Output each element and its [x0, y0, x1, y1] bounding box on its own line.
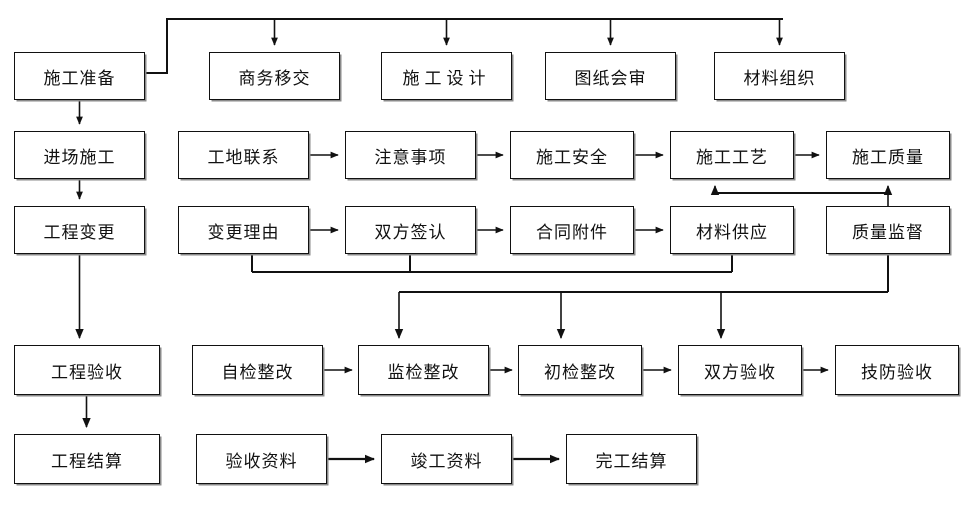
flow-node-n25[interactable]: 验收资料 [196, 434, 327, 484]
flow-node-label: 材料供应 [696, 222, 768, 242]
flow-node-n9[interactable]: 施工安全 [510, 131, 634, 179]
flow-node-n13[interactable]: 变更理由 [178, 206, 309, 254]
flow-node-label: 工程结算 [51, 451, 123, 471]
edge-prep-to-bus [145, 18, 783, 74]
flow-node-n26[interactable]: 竣工资料 [381, 434, 512, 484]
flow-node-n4[interactable]: 图纸会审 [545, 52, 676, 100]
flow-node-label: 施工设计 [402, 68, 491, 88]
flow-node-label: 工程变更 [43, 222, 116, 242]
flow-node-label: 初检整改 [544, 362, 616, 382]
flow-node-label: 施工安全 [536, 147, 608, 167]
flow-node-label: 双方签认 [374, 222, 447, 242]
flow-node-n22[interactable]: 双方验收 [678, 345, 802, 395]
flow-node-label: 施工质量 [852, 147, 924, 167]
flow-node-label: 商务移交 [238, 68, 311, 88]
flow-node-label: 完工结算 [595, 451, 668, 471]
flow-node-n23[interactable]: 技防验收 [835, 345, 959, 395]
flow-node-n20[interactable]: 监检整改 [358, 345, 489, 395]
flow-node-n18[interactable]: 工程验收 [14, 345, 160, 395]
flow-node-n7[interactable]: 工地联系 [178, 131, 309, 179]
flow-node-label: 工地联系 [207, 147, 280, 167]
flow-node-n1[interactable]: 施工准备 [14, 52, 145, 100]
flow-node-label: 变更理由 [207, 222, 280, 242]
flow-node-n12[interactable]: 工程变更 [14, 206, 145, 254]
flow-node-label: 自检整改 [221, 362, 294, 382]
flow-node-label: 材料组织 [743, 68, 816, 88]
flow-node-label: 注意事项 [374, 147, 447, 167]
flow-node-label: 施工准备 [43, 68, 116, 88]
flow-node-n16[interactable]: 材料供应 [670, 206, 794, 254]
flow-node-label: 竣工资料 [410, 451, 483, 471]
flow-node-label: 合同附件 [536, 222, 608, 242]
flow-node-n11[interactable]: 施工质量 [826, 131, 950, 179]
flow-node-n14[interactable]: 双方签认 [345, 206, 476, 254]
flow-node-n27[interactable]: 完工结算 [566, 434, 697, 484]
flow-node-label: 图纸会审 [574, 68, 647, 88]
flow-node-label: 工程验收 [51, 362, 123, 382]
flow-node-label: 双方验收 [704, 362, 776, 382]
flow-node-n8[interactable]: 注意事项 [345, 131, 476, 179]
flow-node-label: 验收资料 [225, 451, 298, 471]
flow-node-label: 进场施工 [43, 147, 116, 167]
flow-node-n5[interactable]: 材料组织 [714, 52, 845, 100]
flow-node-n24[interactable]: 工程结算 [14, 434, 160, 484]
flow-node-label: 质量监督 [852, 222, 924, 242]
flow-node-n10[interactable]: 施工工艺 [670, 131, 794, 179]
flow-node-label: 监检整改 [387, 362, 460, 382]
flow-node-n15[interactable]: 合同附件 [510, 206, 634, 254]
flow-node-n21[interactable]: 初检整改 [518, 345, 642, 395]
flow-node-n6[interactable]: 进场施工 [14, 131, 145, 179]
flow-node-label: 施工工艺 [696, 147, 768, 167]
flow-node-n2[interactable]: 商务移交 [209, 52, 340, 100]
flow-node-n3[interactable]: 施工设计 [381, 52, 512, 100]
flow-node-n17[interactable]: 质量监督 [826, 206, 950, 254]
flow-node-label: 技防验收 [861, 362, 933, 382]
flow-node-n19[interactable]: 自检整改 [192, 345, 323, 395]
